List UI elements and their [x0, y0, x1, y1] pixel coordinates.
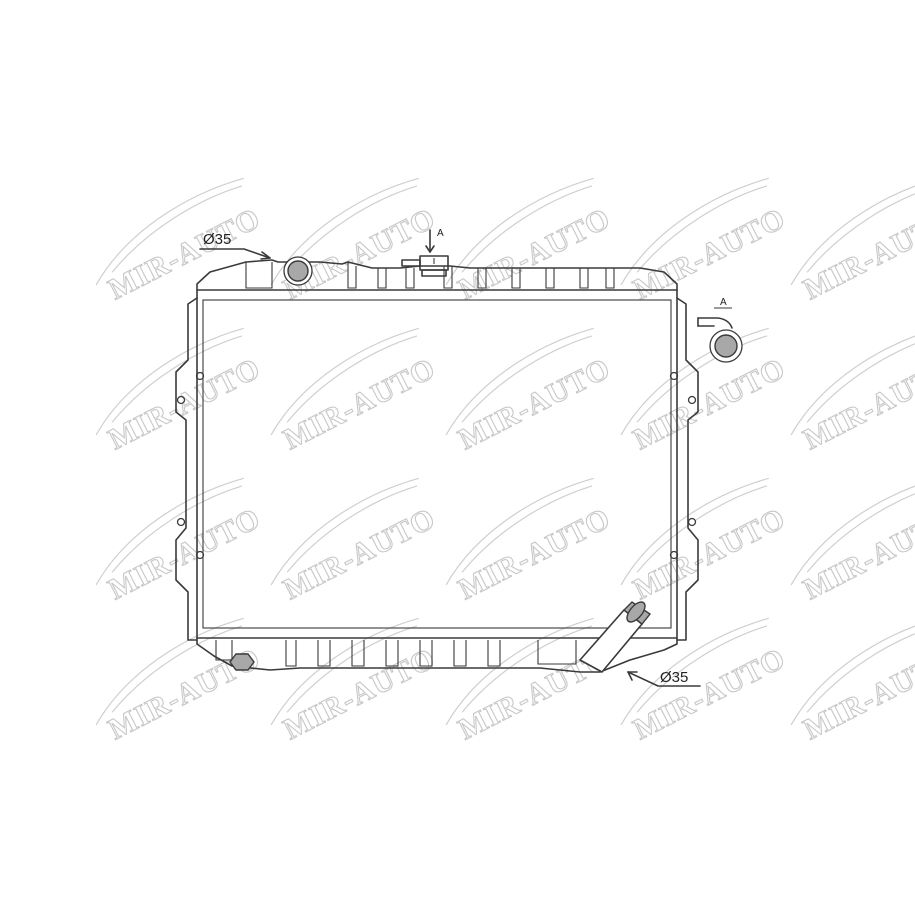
watermark-logo: MIR-AUTO — [445, 477, 616, 607]
watermark-swoosh — [270, 617, 419, 726]
bottom-tank-slots — [215, 640, 577, 667]
top-dimension-leader — [199, 248, 271, 259]
watermark-logo: MIR-AUTO — [270, 617, 441, 747]
watermark-logo: MIR-AUTO — [620, 477, 791, 607]
watermark-swoosh — [270, 477, 419, 586]
cap-section-marker: A — [437, 228, 444, 239]
left-side-bracket — [175, 297, 198, 641]
watermark-text: MIR-AUTO — [798, 202, 915, 307]
radiator: A Ø35 Ø35 A — [175, 228, 743, 687]
watermark-logo: MIR-AUTO — [790, 327, 915, 457]
top-inlet-diameter-label: Ø35 — [203, 231, 231, 248]
watermark-swoosh — [445, 617, 594, 726]
lower-outlet-pipe — [579, 601, 652, 673]
detail-view-marker: A — [720, 297, 727, 308]
bottom-dimension-leader — [627, 671, 701, 687]
watermark-text: MIR-AUTO — [278, 352, 441, 457]
bracket-hole — [176, 395, 186, 405]
bottom-tank — [196, 637, 678, 673]
detail-view-cap — [697, 317, 743, 363]
watermark-swoosh — [790, 617, 915, 726]
watermark-text: MIR-AUTO — [103, 352, 266, 457]
watermark-text: MIR-AUTO — [103, 502, 266, 607]
watermark-swoosh — [95, 617, 244, 726]
watermark-logo: MIR-AUTO — [445, 327, 616, 457]
watermark-logo: MIR-AUTO — [790, 177, 915, 307]
top-tank — [196, 259, 678, 291]
watermark-logo: MIR-AUTO — [270, 327, 441, 457]
bottom-outlet-diameter-label: Ø35 — [660, 669, 688, 686]
watermark-text: MIR-AUTO — [628, 642, 791, 747]
watermark-text: MIR-AUTO — [798, 502, 915, 607]
watermark-logo: MIR-AUTO — [790, 617, 915, 747]
watermark-swoosh — [620, 327, 769, 436]
watermark-swoosh — [95, 477, 244, 586]
watermark-swoosh — [270, 327, 419, 436]
watermark-logo: MIR-AUTO — [95, 617, 266, 747]
top-dimension-arrowhead — [260, 251, 271, 260]
watermark-swoosh — [620, 617, 769, 726]
watermark-text: MIR-AUTO — [628, 352, 791, 457]
watermark-text: MIR-AUTO — [798, 352, 915, 457]
upper-inlet-pipe — [287, 260, 309, 282]
watermark-logo: MIR-AUTO — [445, 617, 616, 747]
watermark-swoosh — [445, 477, 594, 586]
watermark-text: MIR-AUTO — [453, 502, 616, 607]
core-inner-frame — [202, 299, 672, 629]
watermark-swoosh — [620, 177, 769, 286]
watermark-text: MIR-AUTO — [453, 352, 616, 457]
watermark-swoosh — [95, 327, 244, 436]
core-outer-frame — [196, 289, 678, 639]
bracket-hole — [687, 517, 697, 527]
watermark-text: MIR-AUTO — [628, 502, 791, 607]
right-side-bracket — [676, 297, 699, 641]
watermark-swoosh — [790, 477, 915, 586]
watermark-swoosh — [445, 327, 594, 436]
bottom-dimension-arrowhead — [627, 671, 638, 681]
watermark-logo: MIR-AUTO — [790, 477, 915, 607]
filler-cap — [401, 255, 449, 277]
watermark-swoosh — [790, 327, 915, 436]
bracket-hole — [176, 517, 186, 527]
watermark-text: MIR-AUTO — [798, 642, 915, 747]
watermark-logo: MIR-AUTO — [270, 477, 441, 607]
watermark-swoosh — [790, 177, 915, 286]
watermark-text: MIR-AUTO — [278, 502, 441, 607]
watermark-logo: MIR-AUTO — [620, 327, 791, 457]
watermark-text: MIR-AUTO — [278, 642, 441, 747]
drain-plug — [229, 653, 255, 671]
top-tank-slots — [245, 262, 615, 289]
section-arrowhead — [425, 245, 435, 253]
watermark-swoosh — [95, 177, 244, 286]
watermark-swoosh — [620, 477, 769, 586]
bracket-hole — [687, 395, 697, 405]
